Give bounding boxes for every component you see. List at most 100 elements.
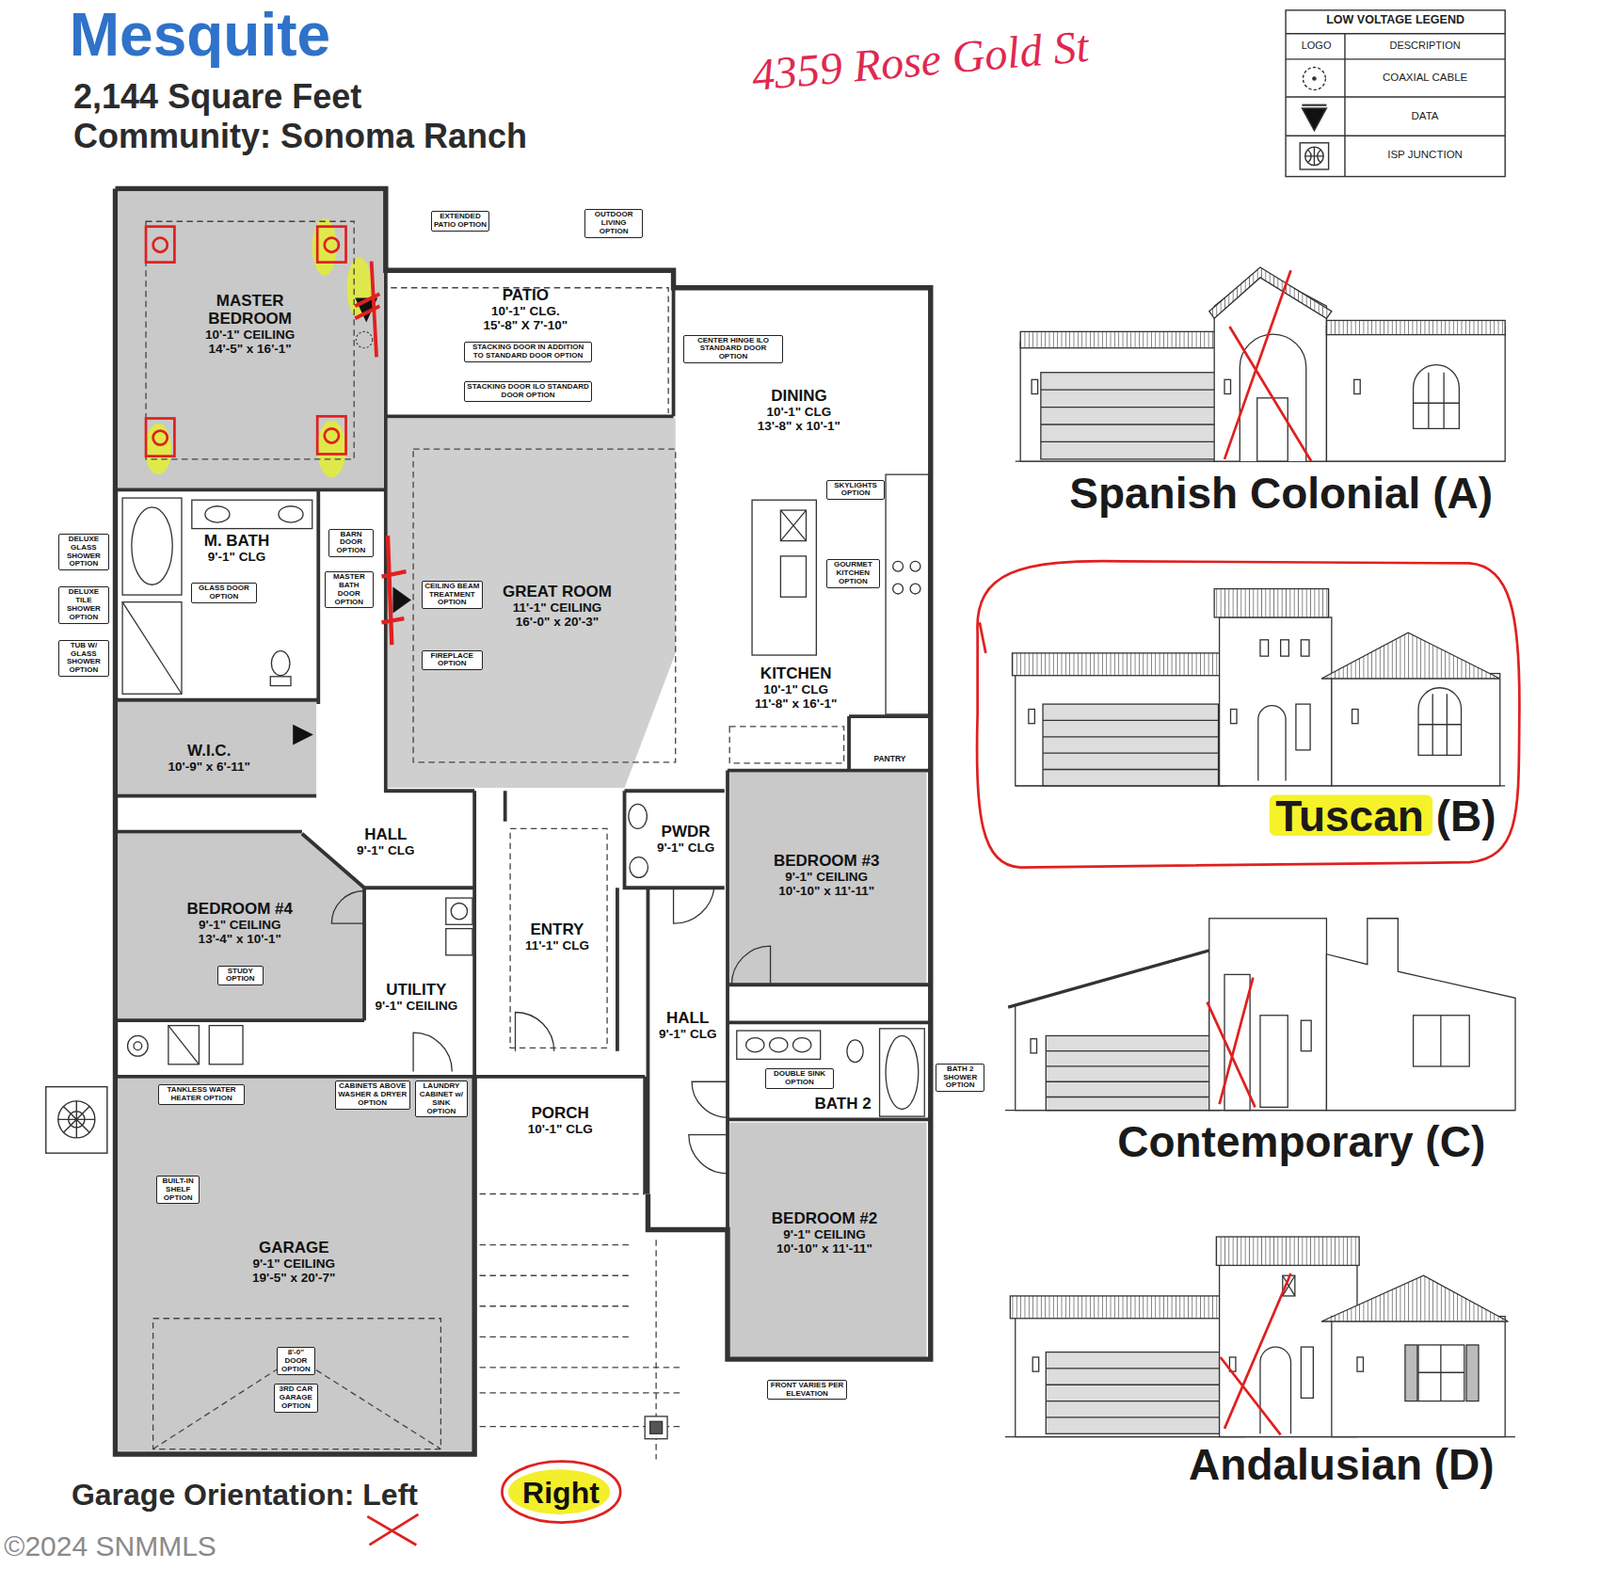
room-label: UTILITY9'-1" CEILING xyxy=(375,980,459,1013)
burner xyxy=(893,583,904,594)
interior-wall xyxy=(115,270,931,1360)
room-name: DINING xyxy=(757,386,841,405)
garage-orientation-choice: Right xyxy=(522,1475,600,1511)
tub xyxy=(122,497,182,595)
room-name: BEDROOM #2 xyxy=(771,1209,878,1228)
toilet xyxy=(270,676,291,687)
garage-door xyxy=(1045,1368,1219,1418)
room-label: HALL9'-1" CLG xyxy=(356,825,415,858)
room-label: GARAGE9'-1" CEILING19'-5" x 20'-7" xyxy=(252,1238,336,1285)
room-fill xyxy=(118,1078,473,1452)
elevation-wall xyxy=(1326,326,1505,462)
isp-junction-symbol xyxy=(58,1101,96,1138)
room-label: KITCHEN10'-1" CLG11'-8" x 16'-1" xyxy=(754,664,838,711)
room-fill xyxy=(729,1122,927,1358)
lantern xyxy=(1357,1357,1364,1372)
burner xyxy=(910,560,921,572)
option-text: STACKING DOOR ILO STANDARD DOOR OPTION xyxy=(466,383,590,400)
room-label: HALL9'-1" CLG xyxy=(658,1008,717,1041)
cabinet xyxy=(168,1025,200,1065)
highlight-mark xyxy=(508,1469,610,1515)
room-dimension: 9'-1" CEILING xyxy=(187,917,293,932)
option-text: LAUNDRY CABINET w/ SINK OPTION xyxy=(417,1082,464,1116)
room-dimension: 9'-1" CLG xyxy=(204,549,271,564)
room-box: HALL9'-1" CLG xyxy=(650,994,728,1056)
room-dimension: 13'-4" x 10'-1" xyxy=(187,931,293,946)
option-tag: LAUNDRY CABINET w/ SINK OPTION xyxy=(415,1080,467,1118)
option-text: OUTDOOR LIVING OPTION xyxy=(587,210,640,236)
window xyxy=(1413,1015,1471,1067)
option-text: STUDY OPTION xyxy=(220,967,261,985)
window xyxy=(1418,693,1462,755)
option-text: 8'-0" DOOR OPTION xyxy=(279,1348,313,1374)
room-label: PWDR9'-1" CLG xyxy=(656,822,715,855)
option-text: DELUXE GLASS SHOWER OPTION xyxy=(61,535,107,569)
isp-junction-symbol xyxy=(1305,146,1325,166)
tub xyxy=(131,507,173,585)
garage-door xyxy=(1040,372,1216,460)
option-text: SKYLIGHTS OPTION xyxy=(829,481,882,499)
room-label: GREAT ROOM11'-1" CEILING16'-0" x 20'-3" xyxy=(502,582,612,629)
red-cross xyxy=(1220,1273,1292,1435)
room-label: W.I.C.10'-9" x 6'-11" xyxy=(167,741,251,774)
tile-roof xyxy=(1012,653,1228,676)
lantern xyxy=(1032,1357,1040,1372)
speaker-mark xyxy=(153,238,168,253)
room-label: BEDROOM #49'-1" CEILING13'-4" x 10'-1" xyxy=(187,899,293,946)
room-dimension: 9'-1" CLG xyxy=(656,840,715,855)
room-dimension: 10'-1" CLG xyxy=(528,1121,593,1136)
toilet xyxy=(628,803,648,829)
room-name: MASTER BEDROOM xyxy=(193,291,306,328)
garage-door xyxy=(1040,389,1216,442)
lantern xyxy=(1352,709,1360,724)
shower xyxy=(122,602,182,695)
lantern xyxy=(1030,1039,1038,1054)
elevation-name: Tuscan (B) xyxy=(1275,790,1496,842)
option-text: BATH 2 SHOWER OPTION xyxy=(938,1065,982,1090)
legend-entry: COAXIAL CABLE xyxy=(1344,71,1505,83)
room-name: PORCH xyxy=(528,1104,593,1122)
room-label: PORCH10'-1" CLG xyxy=(528,1104,593,1136)
room-name: M. BATH xyxy=(204,531,271,550)
window xyxy=(1418,1344,1465,1402)
room-dimension: 11'-8" x 16'-1" xyxy=(754,696,838,711)
dryer xyxy=(446,928,473,956)
sink xyxy=(792,1038,812,1053)
option-tag: FIREPLACE OPTION xyxy=(421,650,483,672)
tile-roof xyxy=(1209,267,1332,319)
option-text: 3RD CAR GARAGE OPTION xyxy=(276,1385,317,1410)
vanity xyxy=(192,499,313,528)
option-text: GLASS DOOR OPTION xyxy=(193,584,255,602)
watermark: ©2024 SNMMLS xyxy=(3,1530,217,1563)
window xyxy=(1260,640,1269,656)
data-symbol xyxy=(392,586,412,613)
room-box: BATH 2DOUBLE SINK OPTION xyxy=(729,1024,927,1120)
option-tag: OUTDOOR LIVING OPTION xyxy=(584,208,643,238)
sink xyxy=(205,506,230,523)
room-name: GREAT ROOM xyxy=(502,582,612,601)
plan-title: Mesquite xyxy=(69,0,331,70)
tile-roof xyxy=(1321,1275,1508,1322)
window xyxy=(1440,1015,1441,1067)
room-box: PATIO10'-1" CLG.15'-8" X 7'-10"STACKING … xyxy=(387,273,674,417)
room-dimension: 19'-5" x 20'-7" xyxy=(252,1270,336,1285)
option-tag: DOUBLE SINK OPTION xyxy=(765,1068,834,1089)
option-tag: FRONT VARIES PER ELEVATION xyxy=(767,1379,848,1401)
option-tag: GLASS DOOR OPTION xyxy=(191,582,257,604)
shower-glass xyxy=(122,602,182,695)
room-dimension: 13'-8" x 10'-1" xyxy=(757,418,841,433)
speaker-mark xyxy=(324,428,339,443)
option-tag: SKYLIGHTS OPTION xyxy=(826,480,885,501)
isp-junction-symbol xyxy=(1299,143,1328,170)
legend-entry: DATA xyxy=(1344,110,1505,122)
room-box: PWDR9'-1" CLG xyxy=(624,793,725,888)
room-name: ENTRY xyxy=(525,920,590,939)
sidelight xyxy=(1296,704,1311,751)
option-text: STACKING DOOR IN ADDITION TO STANDARD DO… xyxy=(466,343,590,361)
dashed-outline xyxy=(510,828,608,1048)
room-box: PORCH10'-1" CLG xyxy=(480,1078,646,1195)
option-text: TANKLESS WATER HEATER OPTION xyxy=(160,1086,242,1104)
room-box: BEDROOM #49'-1" CEILING13'-4" x 10'-1" ST… xyxy=(118,833,365,1021)
door xyxy=(1257,398,1289,462)
washer xyxy=(450,903,467,920)
